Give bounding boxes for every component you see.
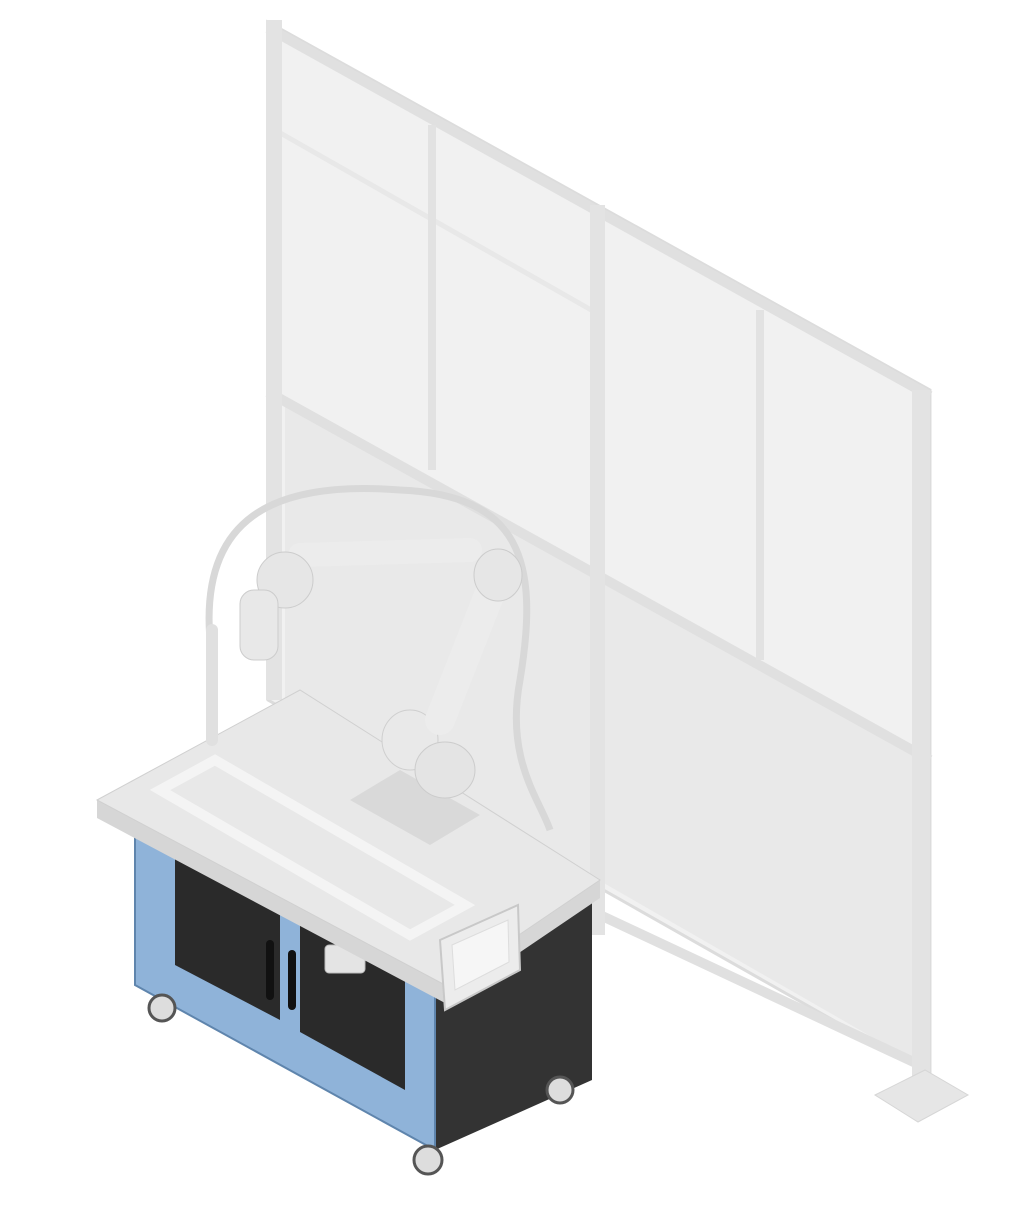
robot-base-plate [350, 770, 480, 845]
caster-left [147, 993, 177, 1023]
teach-pendant[interactable] [438, 903, 522, 1012]
torch-cable [205, 485, 554, 832]
fence-upper-rail [273, 127, 602, 318]
fence-bottom-rail [597, 910, 923, 1070]
cart-door-left [175, 855, 280, 1020]
fence-post-left [266, 20, 282, 700]
robot-arm [206, 538, 523, 845]
fixture-table [95, 689, 601, 1003]
robot-elbow [473, 548, 523, 602]
robot-upper-arm [425, 565, 510, 735]
casters [147, 993, 575, 1176]
fence-post-right [912, 390, 930, 1080]
robot-forearm [288, 538, 482, 567]
robot-wrist-2 [239, 589, 279, 661]
safety-fence [265, 19, 970, 1123]
caster-front [412, 1144, 444, 1176]
fixture-frame [149, 754, 476, 941]
robot-shoulder [414, 741, 476, 799]
caster-right [545, 1075, 575, 1105]
door-handle-right[interactable] [288, 950, 296, 1010]
floor-foot [873, 1069, 970, 1123]
fence-post-middle [590, 205, 605, 935]
door-handle-left[interactable] [266, 940, 274, 1000]
pendant-screen[interactable] [451, 919, 510, 991]
